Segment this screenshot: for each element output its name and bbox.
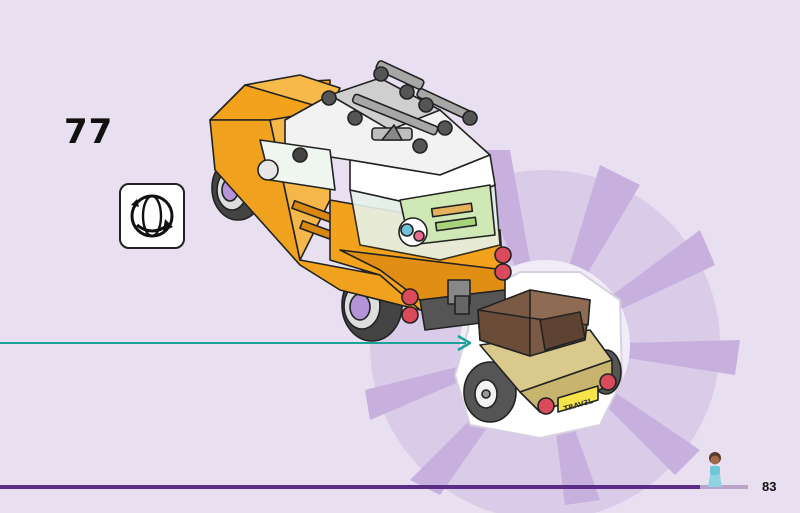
footer-bar <box>0 485 745 489</box>
page-number: 83 <box>762 479 777 494</box>
connection-arrow <box>0 334 472 352</box>
footer-progress <box>700 485 748 489</box>
camper-car <box>209 60 512 342</box>
rotate-model-callout <box>119 183 185 249</box>
step-number: 77 <box>64 112 114 152</box>
trailer: TRAV3L <box>463 289 622 423</box>
rotate-model-icon <box>130 194 174 238</box>
minifigure-icon <box>708 452 722 487</box>
